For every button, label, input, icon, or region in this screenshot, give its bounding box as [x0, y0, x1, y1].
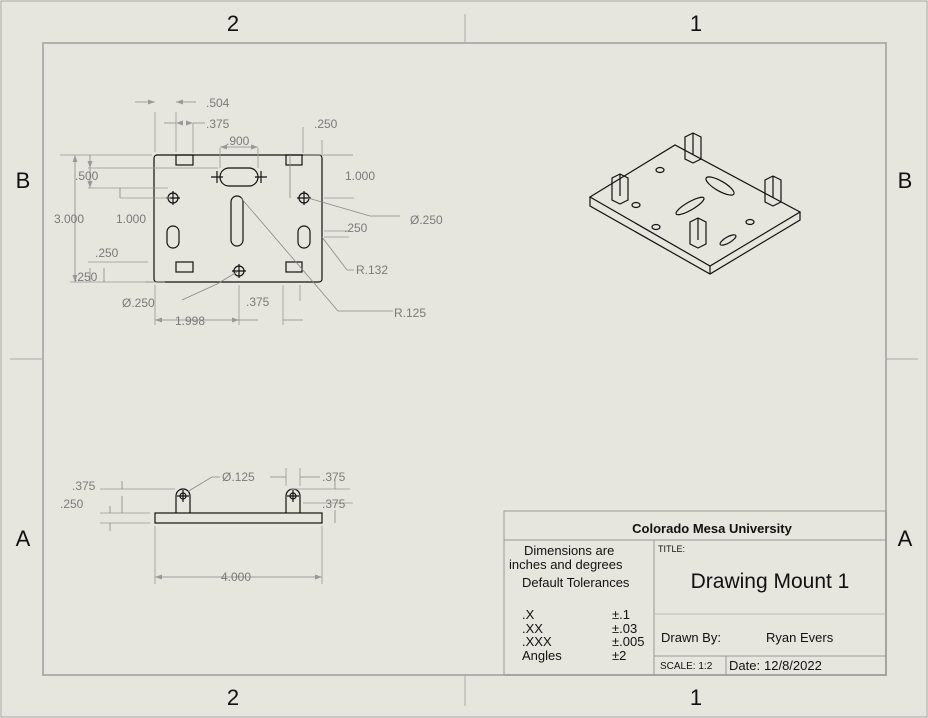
tolerance-x-label: .X	[522, 607, 535, 622]
drawing-title: Drawing Mount 1	[691, 570, 850, 593]
dim-1000-left: 1.000	[116, 212, 146, 226]
tolerance-xx-value: ±.03	[612, 621, 637, 636]
dim-dia-250-right: Ø.250	[410, 213, 443, 227]
iso-hole	[655, 166, 665, 174]
zone-label-left-b: B	[16, 168, 31, 193]
front-view: .375 .250 Ø.125 .375 .375 4.000	[60, 468, 353, 584]
drawn-by-label: Drawn By:	[661, 630, 721, 645]
extension-lines	[100, 468, 353, 584]
iso-slot	[705, 176, 735, 196]
dim-900: .900	[226, 134, 250, 148]
tab-notch	[285, 261, 303, 273]
dim-375-front-left: .375	[72, 479, 96, 493]
tab-notch	[175, 154, 194, 166]
iso-hole	[651, 223, 661, 231]
drawn-by-name: Ryan Evers	[766, 630, 834, 645]
dim-375-bottom: .375	[246, 295, 270, 309]
dim-1998: 1.998	[175, 314, 205, 328]
date-value: 12/8/2022	[764, 658, 822, 673]
scale: SCALE: 1:2	[660, 661, 713, 672]
iso-tab	[764, 175, 782, 207]
top-view: .504 .375 .900 .250 .500 3.000 1.000 1.0…	[54, 96, 443, 328]
tolerance-x-value: ±.1	[612, 607, 630, 622]
center-marks	[166, 171, 311, 278]
dims-note-line3: Default Tolerances	[522, 575, 630, 590]
iso-hole	[745, 218, 755, 226]
tolerance-xxx-label: .XXX	[522, 634, 552, 649]
dims-note-line1: Dimensions are	[524, 543, 614, 558]
zone-label-right-a: A	[898, 526, 913, 551]
center-marks	[177, 490, 299, 502]
tolerance-angles-label: Angles	[522, 648, 562, 663]
iso-hole	[631, 201, 641, 209]
dims-note-line2: inches and degrees	[509, 557, 623, 572]
tolerance-angles-value: ±2	[612, 648, 626, 663]
dim-250-top-right: .250	[314, 117, 338, 131]
dim-dia-250-bottom: Ø.250	[122, 296, 155, 310]
leader-lines	[181, 197, 400, 312]
zone-label-left-a: A	[16, 526, 31, 551]
extension-lines	[154, 112, 323, 168]
leader-lines	[186, 476, 220, 493]
front-view-plate	[154, 512, 323, 524]
date-label: Date:	[729, 658, 760, 673]
iso-slot	[719, 234, 737, 246]
dim-250-left: .250	[95, 246, 119, 260]
dim-375-front-right: .375	[322, 497, 346, 511]
dim-500: .500	[75, 169, 99, 183]
dim-4000: 4.000	[221, 570, 251, 584]
horizontal-slot	[219, 167, 259, 187]
dim-dia-125: Ø.125	[222, 470, 255, 484]
title-block: Colorado Mesa University Dimensions are …	[503, 510, 887, 676]
dim-375-front-right-top: .375	[322, 470, 346, 484]
dim-3000: 3.000	[54, 212, 84, 226]
zone-label-bottom-1: 1	[690, 685, 702, 710]
tab-notch	[175, 261, 194, 273]
iso-tab	[611, 173, 629, 205]
dim-r132: R.132	[356, 263, 388, 277]
vertical-slot-left	[166, 225, 180, 249]
dim-250-front: .250	[60, 497, 84, 511]
tolerance-xx-label: .XX	[522, 621, 543, 636]
zone-label-top-1: 1	[690, 11, 702, 36]
tab-notch	[285, 154, 303, 166]
iso-tab	[684, 132, 702, 164]
iso-plate-edge	[589, 197, 801, 275]
isometric-view	[588, 132, 802, 275]
title-block-frame	[503, 510, 887, 676]
zone-label-right-b: B	[898, 168, 913, 193]
dim-250-bottom-left: .250	[74, 270, 98, 284]
vertical-slot-center	[230, 195, 244, 247]
dimension-lines	[109, 476, 336, 578]
arrowheads	[72, 99, 258, 323]
dim-1000-right: 1.000	[345, 169, 375, 183]
dim-250-right: .250	[344, 221, 368, 235]
dim-504: .504	[206, 96, 230, 110]
extension-lines	[154, 285, 301, 325]
iso-slot	[675, 196, 705, 216]
iso-tab	[689, 217, 707, 249]
top-view-plate-outline	[153, 154, 323, 283]
tolerance-xxx-value: ±.005	[612, 634, 644, 649]
front-view-tab-left	[175, 488, 191, 513]
title-label: TITLE:	[658, 544, 685, 554]
dim-375-top: .375	[206, 117, 230, 131]
zone-label-bottom-2: 2	[227, 685, 239, 710]
dimension-lines	[74, 101, 353, 321]
vertical-slot-right	[297, 225, 311, 249]
dim-r125: R.125	[394, 306, 426, 320]
extension-lines	[60, 154, 354, 283]
iso-plate-top	[588, 144, 802, 267]
university-name: Colorado Mesa University	[632, 521, 792, 536]
zone-label-top-2: 2	[227, 11, 239, 36]
